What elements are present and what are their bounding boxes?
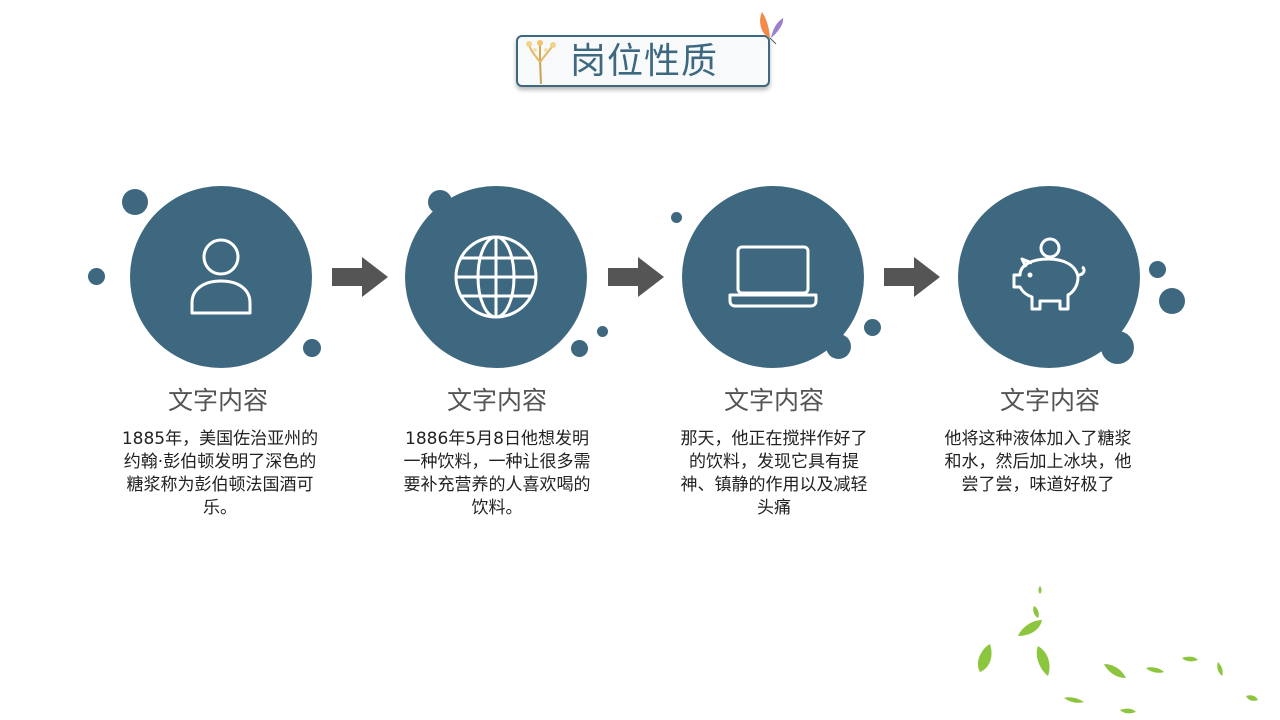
decorative-dot bbox=[671, 212, 682, 223]
step-3-heading: 文字内容 bbox=[723, 386, 824, 415]
step-3-circle bbox=[682, 186, 864, 368]
decorative-dot bbox=[88, 268, 105, 285]
page-title: 岗位性质 bbox=[570, 41, 719, 82]
arrow-right-icon bbox=[332, 257, 388, 297]
step-2-description: 1886年5月8日他想发明一种饮料，一种让很多需要补充营养的人喜欢喝的饮料。 bbox=[403, 429, 591, 518]
step-2-circle bbox=[405, 186, 587, 368]
globe-icon bbox=[454, 235, 538, 319]
laptop-icon bbox=[728, 245, 818, 308]
step-2-heading: 文字内容 bbox=[446, 386, 547, 415]
arrow-right-icon bbox=[608, 257, 664, 297]
step-4-heading: 文字内容 bbox=[999, 386, 1100, 415]
step-1-heading: 文字内容 bbox=[167, 386, 268, 415]
decorative-dot bbox=[864, 319, 881, 336]
step-4-circle bbox=[958, 186, 1140, 368]
leaves-decoration-icon bbox=[977, 586, 1258, 714]
title-badge bbox=[516, 35, 770, 87]
arrow-right-icon bbox=[884, 257, 940, 297]
decorative-dot bbox=[122, 189, 148, 215]
decorative-dot bbox=[1149, 261, 1166, 278]
step-3-description: 那天，他正在搅拌作好了的饮料，发现它具有提神、镇静的作用以及减轻头痛 bbox=[680, 429, 868, 518]
decorative-dot bbox=[571, 340, 588, 357]
flower-decoration-icon bbox=[526, 40, 556, 85]
decorative-dot bbox=[303, 339, 321, 357]
step-1-description: 1885年，美国佐治亚州的约翰·彭伯顿发明了深色的糖浆称为彭伯顿法国酒可乐。 bbox=[121, 429, 319, 518]
user-icon bbox=[190, 238, 252, 315]
decorative-dot bbox=[597, 326, 608, 337]
butterfly-icon bbox=[760, 12, 784, 44]
decorative-dot bbox=[1159, 288, 1185, 314]
step-1-circle bbox=[130, 186, 312, 368]
piggy-bank-icon bbox=[1012, 237, 1086, 311]
step-4-description: 他将这种液体加入了糖浆和水，然后加上冰块，他尝了尝，味道好极了 bbox=[944, 429, 1132, 495]
